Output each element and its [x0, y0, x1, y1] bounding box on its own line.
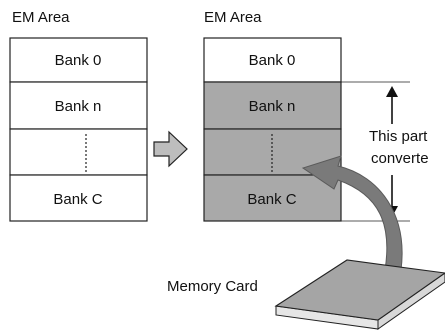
left-bank-0-label: Bank 0 [55, 52, 102, 69]
right-em-area-stack: Bank 0 Bank n Bank C [203, 37, 342, 222]
right-bank-n-label: Bank n [249, 98, 296, 115]
left-bank-c-label: Bank C [53, 191, 102, 208]
left-area-title: EM Area [12, 9, 70, 26]
right-bank-c-cell [203, 174, 342, 222]
right-bank-0-cell [203, 37, 342, 83]
left-bank-n-label: Bank n [55, 98, 102, 115]
copy-right-arrow-icon [153, 130, 188, 168]
left-bank-0-cell [9, 37, 148, 83]
left-em-area-stack: Bank 0 Bank n Bank C [9, 37, 148, 222]
curved-transfer-arrow-icon [301, 155, 403, 271]
left-gap-cell [9, 128, 148, 176]
right-area-title: EM Area [204, 9, 262, 26]
left-bank-n-cell [9, 81, 148, 130]
memory-card-icon [274, 259, 445, 330]
annotation-line-2: converte [371, 150, 429, 167]
right-bank-0-label: Bank 0 [249, 52, 296, 69]
annotation-line-1: This part [369, 128, 428, 145]
right-bank-c-label: Bank C [247, 191, 296, 208]
left-bank-c-cell [9, 174, 148, 222]
memory-card-label: Memory Card [167, 278, 258, 295]
